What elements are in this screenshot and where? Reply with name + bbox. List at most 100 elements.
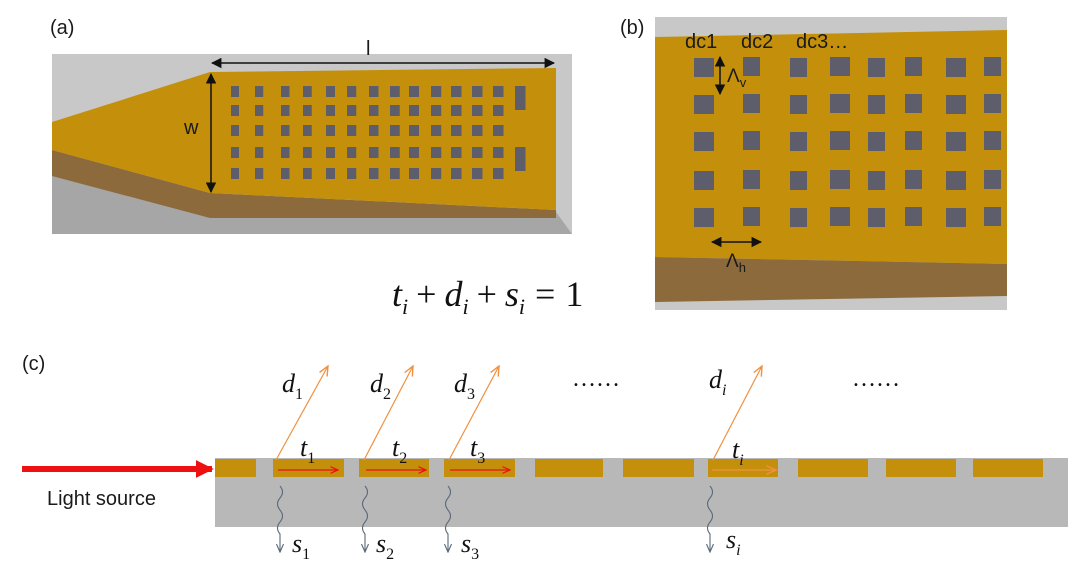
t2-label: t2	[392, 433, 407, 467]
hole	[868, 208, 885, 227]
diffraction-arrow-i	[712, 366, 762, 461]
hole	[493, 147, 504, 158]
di-label: di	[709, 365, 726, 399]
grating-tooth	[886, 459, 956, 477]
hole	[451, 125, 462, 136]
hole	[790, 132, 807, 151]
hole	[255, 105, 264, 116]
hole	[905, 207, 922, 226]
hole	[905, 94, 922, 113]
diffraction-arrow-1	[275, 366, 328, 461]
hole	[409, 105, 419, 116]
hole	[281, 86, 290, 97]
hole	[390, 86, 400, 97]
grating-tooth	[444, 459, 515, 477]
hole	[369, 147, 379, 158]
panel-b-hole-array	[694, 57, 1001, 227]
grating-tooth	[973, 459, 1043, 477]
hole	[451, 168, 462, 179]
hole	[830, 94, 850, 113]
hole	[790, 208, 807, 227]
order-2: d2 t2 s2	[363, 366, 427, 563]
panel-b-label: (b)	[620, 17, 644, 39]
hole	[868, 95, 885, 114]
column-label-dc1: dc1	[685, 31, 717, 53]
hole	[303, 105, 312, 116]
grating-tooth	[215, 459, 256, 477]
grating-tooth	[798, 459, 868, 477]
hole	[231, 147, 239, 158]
hole	[303, 147, 312, 158]
hole	[326, 105, 335, 116]
hole	[326, 147, 335, 158]
dimension-l-label: l	[366, 38, 370, 60]
light-source-label: Light source	[47, 488, 156, 510]
period-vertical-label: Λv	[727, 66, 747, 90]
hole	[369, 125, 379, 136]
hole	[984, 207, 1001, 226]
panel-b-slab-side	[655, 257, 1007, 302]
hole	[905, 131, 922, 150]
hole	[255, 125, 264, 136]
hole	[347, 125, 357, 136]
t1-label: t1	[300, 433, 315, 467]
hole	[984, 170, 1001, 189]
hole	[830, 170, 850, 189]
grating-tooth	[708, 459, 778, 477]
hole	[326, 86, 335, 97]
t3-label: t3	[470, 433, 485, 467]
scatter-arrow-i	[708, 485, 713, 552]
diffraction-arrow-3	[448, 366, 499, 461]
panel-c: (c) Light source d1 t1 s1 d2 t2 s2	[22, 353, 1068, 563]
hole	[303, 125, 312, 136]
hole	[409, 168, 419, 179]
hole	[326, 168, 335, 179]
d2-label: d2	[370, 369, 391, 403]
s1-label: s1	[292, 529, 310, 563]
panel-a-taper	[52, 72, 210, 193]
si-label: si	[726, 525, 741, 559]
hole	[946, 58, 966, 77]
hole	[493, 105, 504, 116]
hole	[790, 58, 807, 77]
hole	[905, 170, 922, 189]
hole	[694, 95, 714, 114]
hole	[347, 105, 357, 116]
hole	[472, 168, 483, 179]
scatter-arrow-3	[446, 485, 451, 552]
hole	[431, 86, 442, 97]
dimension-w-label: w	[183, 117, 199, 139]
order-1: d1 t1 s1	[275, 366, 338, 563]
hole	[743, 207, 760, 226]
hole	[347, 168, 357, 179]
d3-label: d3	[454, 369, 475, 403]
equation-text: ti+di+si=1	[392, 274, 583, 319]
hole	[451, 147, 462, 158]
hole	[830, 207, 850, 226]
hole	[515, 147, 526, 171]
hole	[231, 168, 239, 179]
ellipsis-1: ……	[572, 366, 620, 392]
hole	[868, 132, 885, 151]
hole	[743, 131, 760, 150]
grating-teeth	[215, 459, 1043, 477]
hole	[431, 125, 442, 136]
hole	[451, 105, 462, 116]
hole	[743, 170, 760, 189]
hole	[694, 208, 714, 227]
ellipsis-2: ……	[852, 366, 900, 392]
hole	[472, 125, 483, 136]
panel-c-label: (c)	[22, 353, 45, 375]
hole	[409, 125, 419, 136]
hole	[984, 131, 1001, 150]
hole	[984, 57, 1001, 76]
hole	[451, 86, 462, 97]
hole	[347, 86, 357, 97]
hole	[868, 171, 885, 190]
hole	[905, 57, 922, 76]
hole	[515, 86, 526, 110]
hole	[303, 86, 312, 97]
hole	[431, 147, 442, 158]
hole	[281, 168, 290, 179]
hole	[231, 86, 239, 97]
